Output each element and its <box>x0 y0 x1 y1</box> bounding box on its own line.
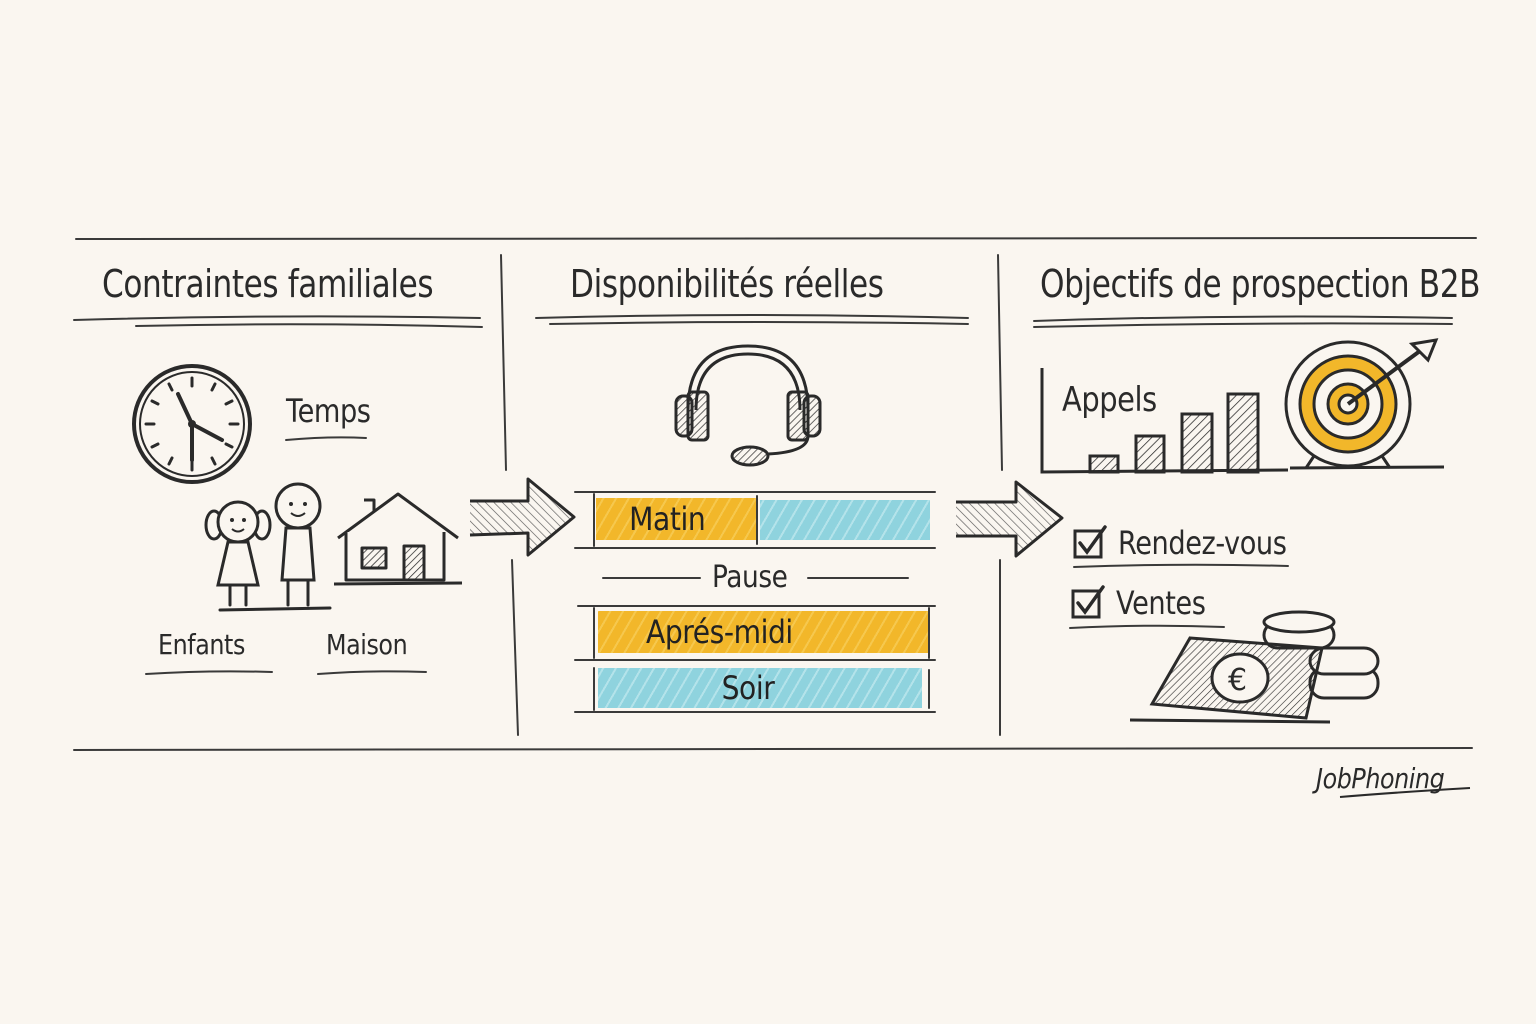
checkbox-checked-icon <box>1073 525 1107 559</box>
children-icon <box>204 482 332 612</box>
checklist-item-rendez-vous: Rendez-vous <box>1072 524 1316 562</box>
checklist-label: Ventes <box>1116 584 1206 622</box>
headset-icon <box>674 344 822 467</box>
label-enfants: Enfants <box>158 628 245 661</box>
bar-chart-icon <box>1040 368 1289 474</box>
slot-matin-secondary <box>760 500 930 540</box>
label-temps: Temps <box>286 392 371 430</box>
slot-label: Aprés-midi <box>646 613 793 651</box>
house-icon <box>334 492 463 586</box>
money-icon: € <box>1130 610 1380 724</box>
clock-icon <box>132 364 252 484</box>
label-maison: Maison <box>326 628 408 661</box>
svg-text:€: € <box>1228 663 1247 698</box>
slot-label: Soir <box>721 669 775 707</box>
slot-pause: Pause <box>712 560 788 595</box>
checkbox-checked-icon <box>1071 585 1105 619</box>
label-appels: Appels <box>1062 380 1157 420</box>
arrow-right-icon <box>956 480 1064 558</box>
checklist-label: Rendez-vous <box>1118 524 1287 562</box>
column-title-objectives: Objectifs de prospection B2B <box>1040 262 1481 306</box>
slot-matin: Matin <box>596 498 756 540</box>
checklist-item-ventes: Ventes <box>1070 584 1221 622</box>
column-title-availability: Disponibilités réelles <box>570 262 884 306</box>
slot-apres-midi: Aprés-midi <box>598 611 928 653</box>
arrow-right-icon <box>469 477 576 557</box>
column-title-constraints: Contraintes familiales <box>102 262 434 306</box>
slot-soir: Soir <box>598 668 922 708</box>
slot-label: Matin <box>629 500 706 538</box>
brand-logo: JobPhoning <box>1316 762 1445 795</box>
target-icon <box>1284 338 1444 470</box>
